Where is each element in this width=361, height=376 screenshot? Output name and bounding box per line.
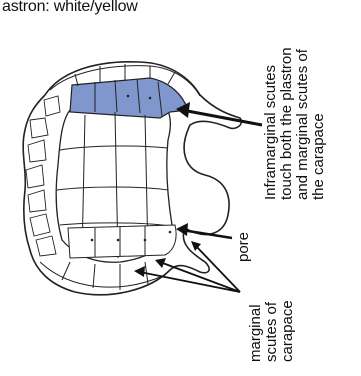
inframarginal-label-line: touch both the plastron bbox=[279, 47, 295, 200]
marginal-label-line: carapace bbox=[280, 300, 296, 362]
pore-label-text: pore bbox=[236, 232, 252, 262]
inframarginal-label: Inframarginal scutes touch both the plas… bbox=[263, 47, 327, 200]
inframarginal-label-line: the carapace bbox=[311, 47, 327, 200]
marginal-label-line: scutes of bbox=[264, 300, 280, 362]
pore-label: pore bbox=[236, 232, 252, 262]
inframarginal-bottom bbox=[68, 225, 176, 258]
inframarginal-label-line: and marginal scutes of bbox=[295, 47, 311, 200]
inframarginal-label-line: Inframarginal scutes bbox=[263, 47, 279, 200]
marginal-label: marginal scutes of carapace bbox=[248, 300, 296, 362]
marginal-label-line: marginal bbox=[248, 300, 264, 362]
